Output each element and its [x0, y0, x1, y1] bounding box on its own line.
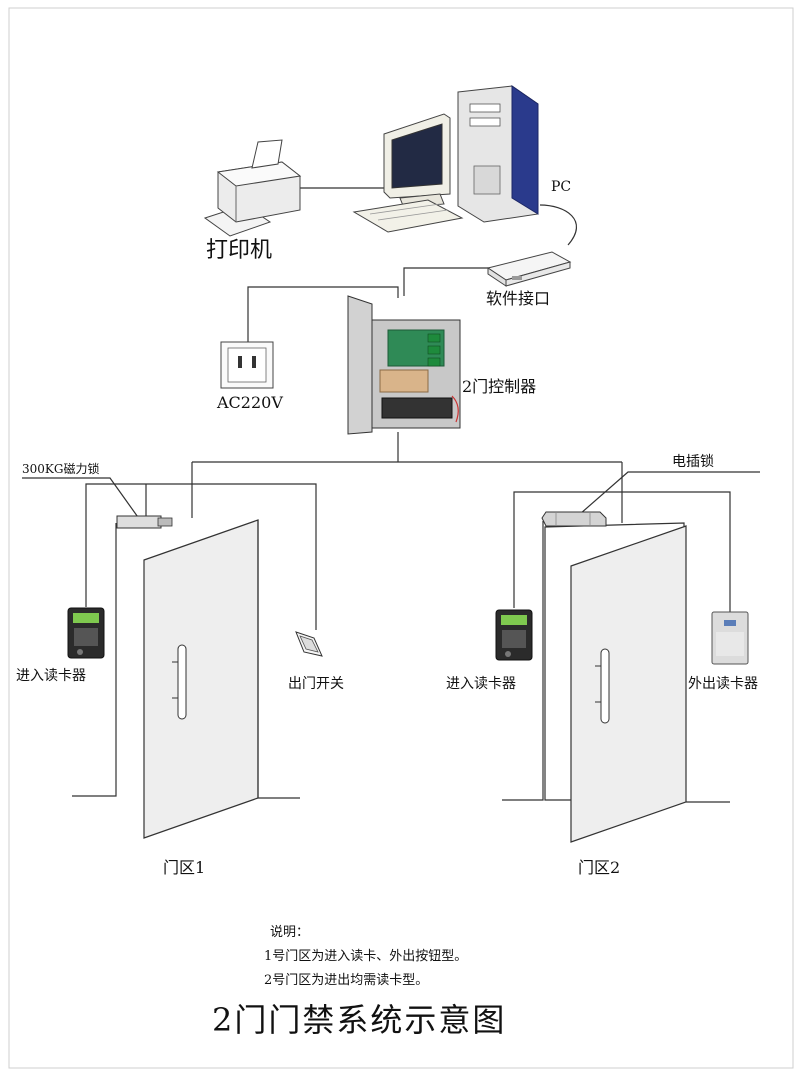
callout-maglock [22, 477, 141, 521]
diagram-title: 2门门禁系统示意图 [212, 1001, 507, 1039]
exit-reader-label: 外出读卡器 [688, 676, 758, 692]
printer-label: 打印机 [206, 238, 273, 263]
pc-label: PC [551, 179, 572, 195]
entry-reader-2-label: 进入读卡器 [446, 676, 516, 692]
pc [352, 85, 539, 233]
zone-1-label: 门区1 [163, 858, 206, 877]
magnetic-lock [116, 515, 173, 529]
wire-door2-devices [513, 491, 731, 612]
bolt-lock-label: 电插锁 [672, 454, 714, 470]
notes-heading: 说明： [270, 925, 310, 940]
magnetic-lock-label: 300KG磁力锁 [22, 462, 100, 476]
page-border [8, 7, 794, 1069]
wire-power-controller [247, 286, 399, 342]
zone-2-label: 门区2 [578, 858, 621, 877]
wire-pc-interface [539, 204, 577, 246]
door-2 [544, 522, 730, 843]
entry-reader-1 [67, 607, 105, 659]
wiring [22, 187, 760, 801]
power-label: AC220V [217, 393, 283, 412]
wire-door1-devices [85, 483, 317, 630]
wire-interface-controller [403, 267, 490, 296]
entry-reader-2 [495, 609, 533, 661]
software-interface-label: 软件接口 [486, 289, 551, 308]
electric-bolt-lock [541, 511, 607, 527]
notes-line-2: 2号门区为进出均需读卡型。 [264, 973, 429, 988]
controller-label: 2门控制器 [462, 377, 537, 396]
wire-door1-frame [72, 523, 117, 797]
entry-reader-1-label: 进入读卡器 [16, 668, 86, 684]
controller-cabinet [347, 295, 461, 435]
exit-reader [711, 611, 749, 665]
callout-bolt-lock [579, 471, 760, 515]
notes: 说明： 1号门区为进入读卡、外出按钮型。 2号门区为进出均需读卡型。 [264, 921, 467, 993]
exit-switch [295, 631, 323, 657]
power-outlet [220, 341, 274, 389]
notes-line-1: 1号门区为进入读卡、外出按钮型。 [264, 949, 468, 964]
door-2-handle [600, 648, 610, 724]
door-1-handle [177, 644, 187, 720]
printer [203, 139, 302, 237]
software-interface-box [486, 251, 572, 287]
exit-switch-label: 出门开关 [288, 676, 344, 692]
wire-door2-frame [502, 521, 544, 801]
door-1 [143, 519, 300, 839]
